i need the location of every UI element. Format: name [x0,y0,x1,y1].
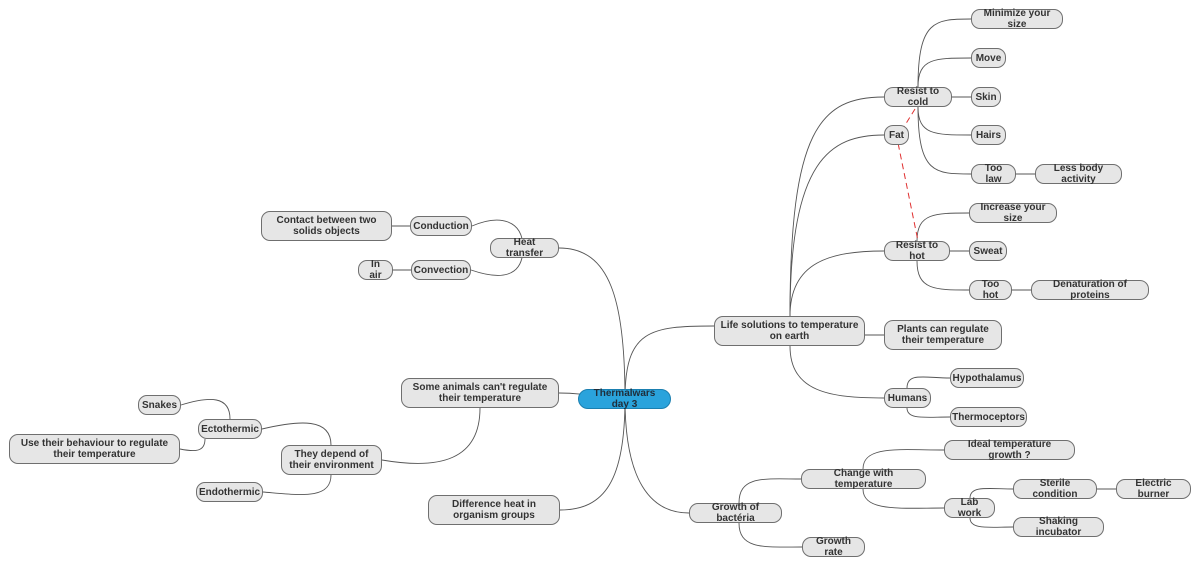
connector-humans-to-hypothalamus [906,376,951,389]
node-sterile-condition[interactable]: Sterile condition [1013,478,1097,500]
connector-change-to-ideal [862,449,945,470]
node-move[interactable]: Move [971,48,1006,68]
node-growth-bacteria[interactable]: Growth of bactéria [689,502,782,524]
connector-hot-to-increase [916,212,970,242]
connector-life-to-resist-hot [789,250,885,317]
node-less-body-activity[interactable]: Less body activity [1035,163,1122,185]
node-resist-cold[interactable]: Resist to cold [884,86,952,108]
node-too-law[interactable]: Too law [971,163,1016,185]
connector-growth-to-change [738,478,802,504]
node-change-temperature[interactable]: Change with temperature [801,468,926,490]
node-convection[interactable]: Convection [411,260,471,280]
connector-depend-to-ectothermic [261,422,332,446]
node-thermoceptors[interactable]: Thermoceptors [950,407,1027,427]
node-heat-transfer[interactable]: Heat transfer [490,237,559,259]
connector-life-to-humans [789,345,885,399]
connector-change-to-lab [862,488,945,509]
node-growth-rate[interactable]: Growth rate [802,536,865,558]
connector-growth-to-rate [738,522,803,548]
node-fat[interactable]: Fat [884,125,909,145]
connector-life-to-resist-cold [789,96,885,317]
node-lab-work[interactable]: Lab work [944,497,995,519]
node-contact-solids[interactable]: Contact between two solids objects [261,211,392,241]
connector-ectothermic-to-snakes [180,399,231,420]
node-increase-size[interactable]: Increase your size [969,202,1057,224]
node-minimize-size[interactable]: Minimize your size [971,8,1063,30]
connector-depend-to-endothermic [262,474,332,495]
connector-root-to-heat-transfer [558,247,626,400]
node-some-animals[interactable]: Some animals can't regulate their temper… [401,378,559,408]
connector-cold-to-hairs [917,106,972,136]
connector-hot-to-too-hot [916,260,970,291]
connector-lab-to-shaking [969,517,1014,528]
node-life-solutions[interactable]: Life solutions to temperature on earth [714,316,865,346]
connector-cold-to-move [917,57,972,88]
connector-ectothermic-to-behaviour [179,438,206,452]
connector-animals-to-depend [381,407,481,464]
node-too-hot[interactable]: Too hot [969,279,1012,301]
node-humans[interactable]: Humans [884,388,931,408]
node-denaturation[interactable]: Denaturation of proteins [1031,279,1149,301]
node-difference-heat[interactable]: Difference heat in organism groups [428,495,560,525]
node-resist-hot[interactable]: Resist to hot [884,240,950,262]
connector-cold-to-too-law [917,106,972,175]
connector-humans-to-thermoceptors [906,407,951,418]
node-hypothalamus[interactable]: Hypothalamus [950,368,1024,388]
node-electric-burner[interactable]: Electric burner [1116,478,1191,500]
node-ideal-temperature[interactable]: Ideal temperature growth ? [944,439,1075,461]
connector-root-to-life [624,325,715,400]
node-shaking-incubator[interactable]: Shaking incubator [1013,516,1104,538]
root-node[interactable]: Thermalwars day 3 [578,388,671,410]
node-endothermic[interactable]: Endothermic [196,482,263,502]
connector-root-to-difference [559,398,626,511]
node-snakes[interactable]: Snakes [138,395,181,415]
node-conduction[interactable]: Conduction [410,216,472,236]
node-behaviour[interactable]: Use their behaviour to regulate their te… [9,434,180,464]
node-depend-environment[interactable]: They depend of their environment [281,445,382,475]
connector-cold-to-minimize [917,18,972,88]
node-plants-regulate[interactable]: Plants can regulate their temperature [884,320,1002,350]
connector-lab-to-sterile [969,487,1014,499]
node-ectothermic[interactable]: Ectothermic [198,419,262,439]
connector-root-to-growth [624,398,690,514]
node-skin[interactable]: Skin [971,87,1001,107]
node-hairs[interactable]: Hairs [971,125,1006,145]
node-sweat[interactable]: Sweat [969,241,1007,261]
connector-life-to-fat [789,134,885,317]
node-in-air[interactable]: In air [358,259,393,281]
